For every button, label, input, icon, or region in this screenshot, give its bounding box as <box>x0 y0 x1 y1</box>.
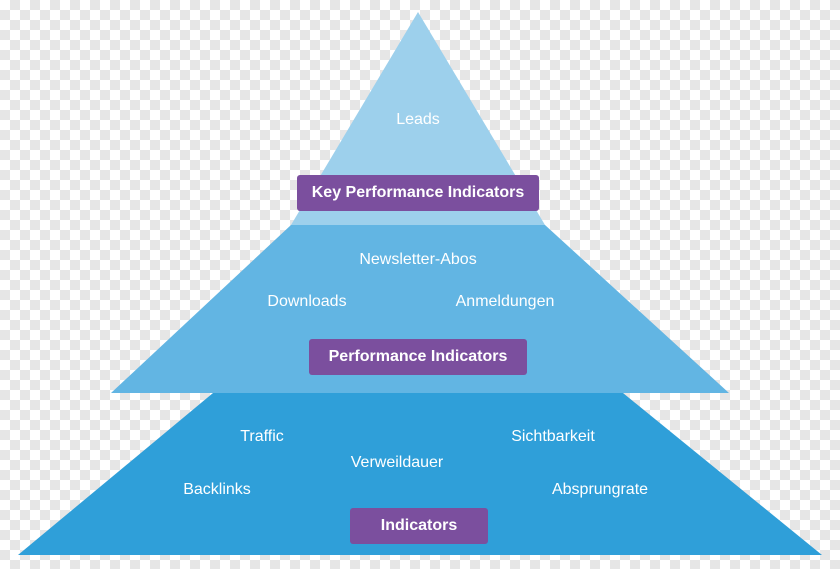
metric-traffic: Traffic <box>240 428 284 445</box>
metric-absprungrate: Absprungrate <box>551 481 649 498</box>
pyramid-tier-bottom <box>18 393 822 555</box>
metric-verweildauer: Verweildauer <box>350 454 444 471</box>
tier-badge-key-performance-indicators: Key Performance Indicators <box>297 175 539 211</box>
tier-badge-indicators: Indicators <box>350 508 488 544</box>
metric-newsletter-abos: Newsletter-Abos <box>359 251 477 268</box>
metric-sichtbarkeit: Sichtbarkeit <box>511 428 595 445</box>
metric-leads: Leads <box>396 111 440 128</box>
pyramid-tier-top <box>291 12 545 225</box>
pyramid-tier-middle <box>111 225 729 393</box>
metric-anmeldungen: Anmeldungen <box>455 293 555 310</box>
metric-downloads: Downloads <box>267 293 347 310</box>
metric-backlinks: Backlinks <box>183 481 251 498</box>
tier-badge-performance-indicators: Performance Indicators <box>309 339 527 375</box>
